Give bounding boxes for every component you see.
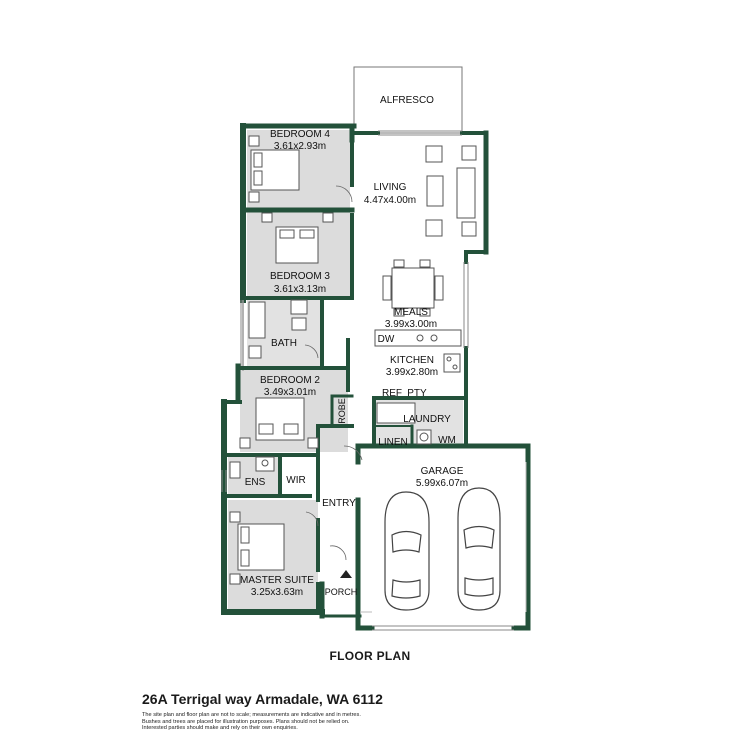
alfresco-area (353, 66, 463, 134)
floor-plan: ALFRESCO BEDROOM 4 3.61x2.93m LIVING 4.4… (221, 66, 531, 631)
bedroom2-size: 3.49x3.01m (264, 387, 316, 398)
disclaimer-line: The site plan and floor plan are not to … (142, 712, 361, 718)
wm-label: WM (438, 435, 456, 446)
bedroom3-size: 3.61x3.13m (274, 284, 326, 295)
disclaimer-line: Interested parties should make and rely … (142, 725, 298, 732)
bedroom3-label: BEDROOM 3 (270, 271, 330, 282)
meals-size: 3.99x3.00m (385, 319, 437, 330)
master-label: MASTER SUITE (240, 575, 314, 586)
entry-label: ENTRY (322, 498, 356, 509)
ref-label: REF (382, 388, 402, 399)
floor-plan-title: FLOOR PLAN (329, 649, 411, 663)
dw-label: DW (378, 334, 395, 345)
disclaimer-line: Bushes and trees are placed for illustra… (142, 718, 350, 725)
cars (384, 487, 501, 611)
wir-label: WIR (286, 475, 305, 486)
walls (221, 123, 531, 631)
master-size: 3.25x3.63m (251, 587, 303, 598)
windows (221, 130, 527, 631)
entry-marker (340, 570, 352, 578)
bedroom2-label: BEDROOM 2 (260, 375, 320, 386)
door-swings (304, 185, 363, 561)
kitchen-label: KITCHEN (390, 355, 434, 366)
robe-label: ROBE (337, 398, 347, 424)
meals-label: MEALS (394, 307, 428, 318)
pty-label: PTY (407, 388, 427, 399)
property-address: 26A Terrigal way Armadale, WA 6112 (142, 691, 383, 707)
laundry-label: LAUNDRY (403, 414, 451, 425)
bedroom4-size: 3.61x2.93m (274, 141, 326, 152)
alfresco-label: ALFRESCO (380, 95, 434, 106)
furniture (229, 135, 477, 585)
bath-label: BATH (271, 338, 297, 349)
living-size: 4.47x4.00m (364, 195, 416, 206)
living-label: LIVING (374, 182, 407, 193)
porch-label: PORCH (325, 587, 358, 597)
disclaimer: The site plan and floor plan are not to … (142, 712, 442, 732)
bedroom4-label: BEDROOM 4 (270, 129, 330, 140)
linen-label: LINEN (378, 437, 407, 448)
garage-size: 5.99x6.07m (416, 478, 468, 489)
garage-label: GARAGE (421, 466, 464, 477)
kitchen-size: 3.99x2.80m (386, 367, 438, 378)
room-labels: ALFRESCO BEDROOM 4 3.61x2.93m LIVING 4.4… (240, 95, 468, 598)
ens-label: ENS (245, 477, 266, 488)
